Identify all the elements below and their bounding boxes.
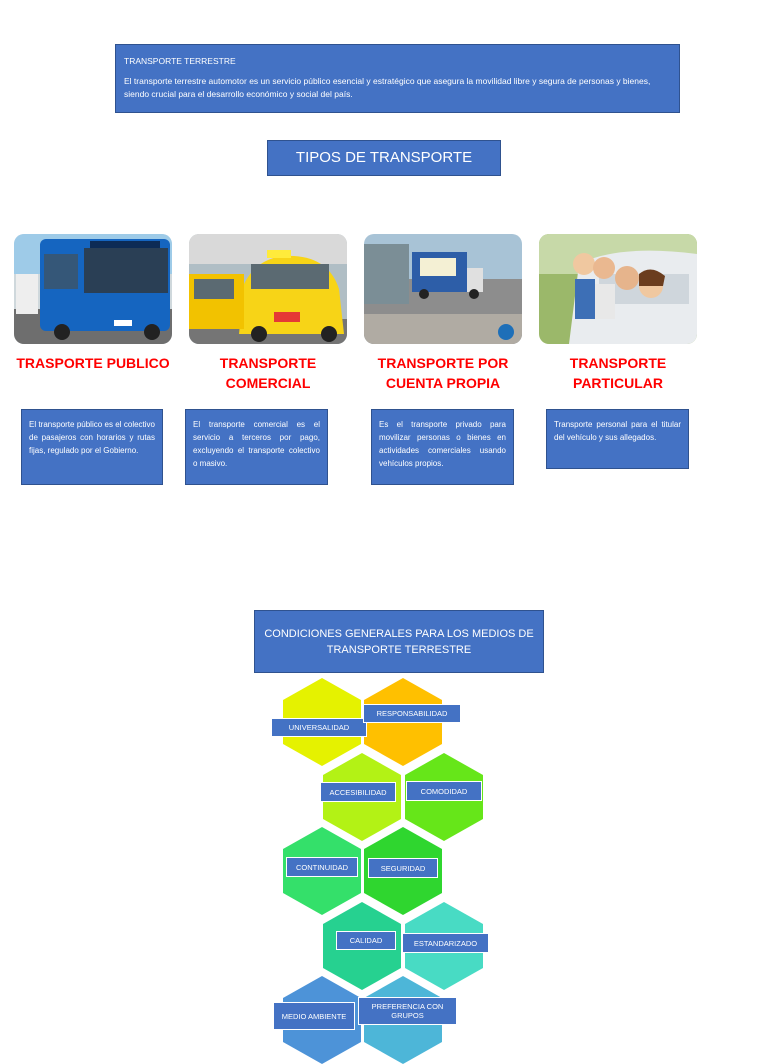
bus-image [14, 234, 172, 344]
tipo-desc-comercial: El transporte comercial es el servicio a… [185, 409, 328, 485]
truck-image [364, 234, 522, 344]
condiciones-title: CONDICIONES GENERALES PARA LOS MEDIOS DE… [254, 610, 544, 673]
label-preferencia: PREFERENCIA CON GRUPOS [358, 997, 457, 1025]
tipo-title-comercial: TRANSPORTE COMERCIAL [219, 355, 317, 391]
tipo-title-publico: TRASPORTE PUBLICO [16, 355, 170, 371]
label-universalidad: UNIVERSALIDAD [271, 718, 367, 737]
intro-box: TRANSPORTE TERRESTRE El transporte terre… [115, 44, 680, 113]
label-calidad: CALIDAD [336, 931, 396, 950]
label-seguridad: SEGURIDAD [368, 858, 438, 878]
family-car-image [539, 234, 697, 344]
intro-text: El transporte terrestre automotor es un … [124, 76, 651, 99]
label-comodidad: COMODIDAD [406, 781, 482, 801]
label-continuidad: CONTINUIDAD [286, 857, 358, 877]
label-accesibilidad: ACCESIBILIDAD [320, 782, 396, 802]
label-responsabilidad: RESPONSABILIDAD [363, 704, 461, 723]
intro-title: TRANSPORTE TERRESTRE [124, 56, 236, 66]
tipo-desc-cuenta-propia: Es el transporte privado para movilizar … [371, 409, 514, 485]
tipo-title-cuenta-propia: TRANSPORTE POR CUENTA PROPIA [377, 355, 509, 391]
tipo-desc-publico: El transporte público es el colectivo de… [21, 409, 163, 485]
tipos-title: TIPOS DE TRANSPORTE [267, 140, 501, 176]
tipo-title-particular: TRANSPORTE PARTICULAR [569, 355, 667, 391]
label-estandarizado: ESTANDARIZADO [402, 933, 489, 953]
tipo-desc-particular: Transporte personal para el titular del … [546, 409, 689, 469]
taxis-image [189, 234, 347, 344]
label-medio-ambiente: MEDIO AMBIENTE [273, 1002, 355, 1030]
